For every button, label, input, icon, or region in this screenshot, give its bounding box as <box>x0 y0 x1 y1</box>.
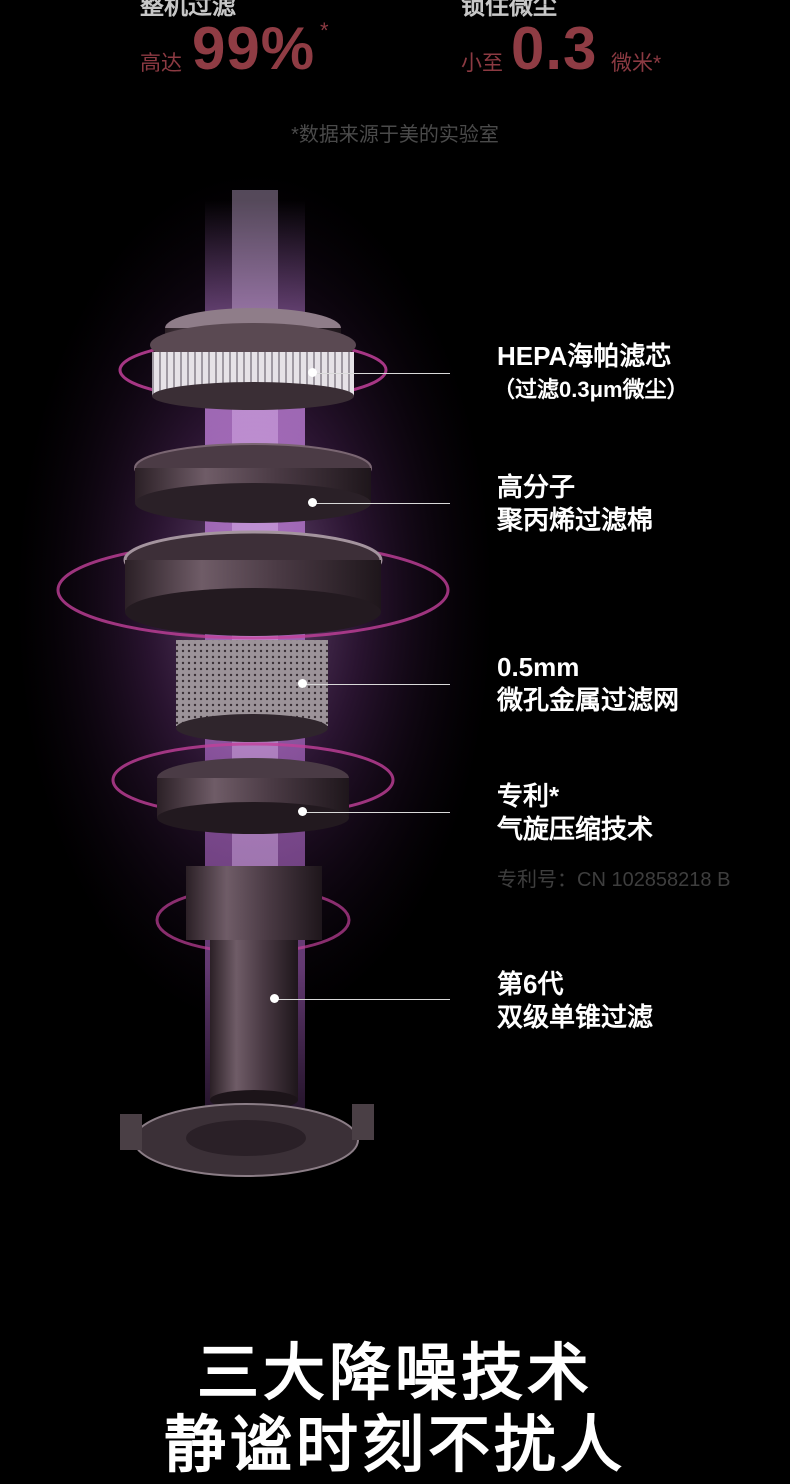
stat-filtration-prefix: 高达 <box>140 52 182 75</box>
dot-hepa <box>308 368 317 377</box>
cyclone-bottom <box>157 802 349 834</box>
housing-bottom <box>125 588 381 636</box>
dot-cyclone <box>298 807 307 816</box>
leader-hepa <box>312 373 450 374</box>
label-cone: 第6代 双级单锥过滤 <box>497 968 653 1034</box>
dot-cone <box>270 994 279 1003</box>
source-note: *数据来源于美的实验室 <box>291 124 499 146</box>
label-hepa-title: HEPA海帕滤芯 <box>497 341 672 371</box>
label-hepa-detail: （过滤0.3μm微尘） <box>493 377 689 402</box>
base-tab-right <box>352 1104 374 1140</box>
cotton-bottom <box>135 483 371 523</box>
stat-particle-title: 锁住微尘 <box>461 0 557 20</box>
cone-shroud <box>186 866 322 940</box>
stat-particle-value: 0.3 <box>511 15 598 82</box>
label-cone-title: 第6代 <box>497 969 564 999</box>
label-mesh-title: 0.5mm <box>497 652 580 682</box>
leader-cyclone <box>303 812 450 813</box>
headline-line-1: 三大降噪技术 <box>196 1339 593 1408</box>
dot-cotton <box>308 498 317 507</box>
cone-tube <box>210 940 298 1100</box>
base-plate-inner <box>186 1120 306 1156</box>
label-cyclone-title: 专利* <box>497 781 560 811</box>
label-cone-detail: 双级单锥过滤 <box>497 1002 654 1032</box>
leader-mesh <box>303 684 450 685</box>
label-cyclone-detail: 气旋压缩技术 <box>497 814 654 844</box>
stat-filtration-title: 整机过滤 <box>140 0 236 20</box>
hepa-bottom <box>152 382 354 410</box>
label-cotton-title: 高分子 <box>497 472 576 502</box>
label-hepa: HEPA海帕滤芯 （过滤0.3μm微尘） <box>493 340 689 406</box>
label-cotton: 高分子 聚丙烯过滤棉 <box>497 471 653 537</box>
stat-filtration-value: 99% <box>192 15 316 82</box>
stat-particle-prefix: 小至 <box>461 52 503 75</box>
patent-number: 专利号：CN 102858218 B <box>497 869 731 891</box>
mesh-bottom <box>176 714 328 742</box>
label-cyclone: 专利* 气旋压缩技术 <box>497 780 653 846</box>
label-mesh-detail: 微孔金属过滤网 <box>497 685 680 715</box>
filter-exploded-illustration <box>15 170 495 1177</box>
leader-cone <box>275 999 450 1000</box>
dot-mesh <box>298 679 307 688</box>
base-tab-left <box>120 1114 142 1150</box>
headline-line-2: 静谧时刻不扰人 <box>163 1411 626 1480</box>
leader-cotton <box>313 503 450 504</box>
stat-particle-unit: 微米* <box>611 52 662 75</box>
label-cotton-detail: 聚丙烯过滤棉 <box>497 505 654 535</box>
label-mesh: 0.5mm 微孔金属过滤网 <box>497 651 679 717</box>
stat-filtration-asterisk: * <box>320 18 329 43</box>
